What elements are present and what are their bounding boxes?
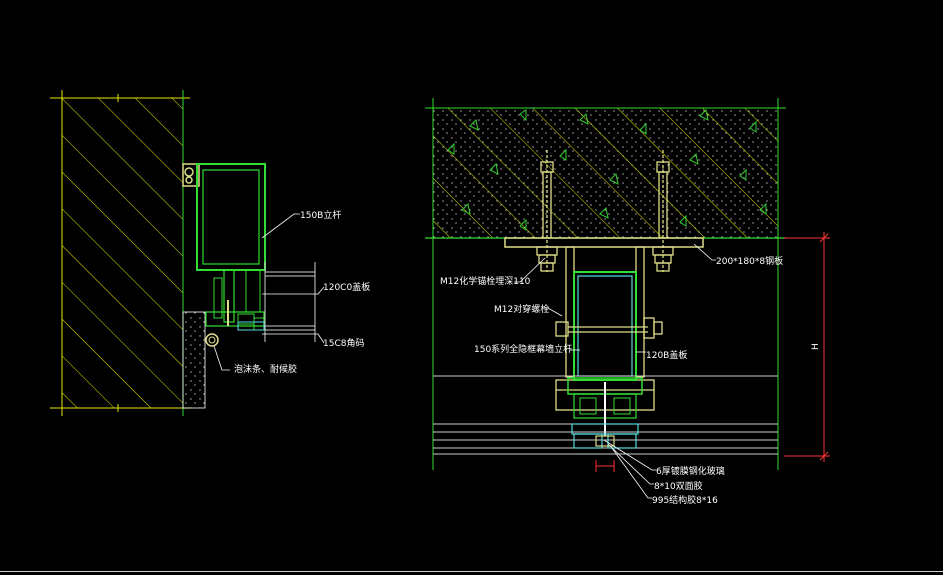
bottom-rule bbox=[0, 571, 943, 572]
right-glass-lines bbox=[433, 375, 778, 455]
label-right-cover-plate: 120B盖板 bbox=[646, 349, 687, 361]
label-right-through-bolt: M12对穿螺栓 bbox=[494, 303, 549, 315]
label-left-foam: 泡沫条、耐候胶 bbox=[234, 363, 297, 375]
right-leaders bbox=[514, 243, 716, 499]
label-right-steel-plate: 200*180*8钢板 bbox=[716, 255, 783, 267]
left-panel-lines bbox=[264, 262, 316, 342]
label-right-tape: 8*10双面胶 bbox=[654, 480, 703, 492]
label-right-mullion: 150系列全隐框幕墙立杆 bbox=[474, 343, 572, 355]
left-anchor bbox=[182, 163, 200, 187]
right-mullion bbox=[567, 271, 643, 436]
right-anchor-bolt-left bbox=[536, 150, 558, 272]
left-wall bbox=[50, 90, 190, 416]
left-foam-rod bbox=[205, 333, 219, 347]
left-detail: 150B立杆 120C0盖板 15C8角码 泡沫条、耐候胶 bbox=[50, 90, 370, 416]
label-height-dim: H bbox=[811, 343, 821, 350]
label-left-plate-120: 120C0盖板 bbox=[323, 281, 370, 293]
left-leaders bbox=[213, 213, 325, 371]
label-left-plate-15: 15C8角码 bbox=[323, 337, 364, 349]
right-joint-dim bbox=[595, 460, 615, 472]
right-concrete-slab bbox=[425, 98, 786, 470]
label-right-anchor: M12化学锚栓埋深110 bbox=[440, 275, 531, 287]
left-mullion-profile bbox=[196, 163, 266, 331]
right-through-bolt bbox=[555, 317, 663, 339]
right-anchor-bolt-right bbox=[652, 150, 674, 272]
left-sill-concrete bbox=[182, 311, 206, 409]
right-sealant-joint bbox=[571, 423, 639, 449]
label-left-mullion: 150B立杆 bbox=[300, 209, 341, 221]
right-steel-plate bbox=[504, 237, 704, 248]
label-right-sealant: 995结构胶8*16 bbox=[652, 494, 718, 506]
label-right-glass: 6厚镀膜钢化玻璃 bbox=[656, 465, 725, 477]
right-height-dimension bbox=[784, 232, 830, 462]
right-detail: H M12化学锚栓埋深110 M12对穿螺栓 150系列全隐框幕墙立杆 120B… bbox=[425, 98, 830, 506]
